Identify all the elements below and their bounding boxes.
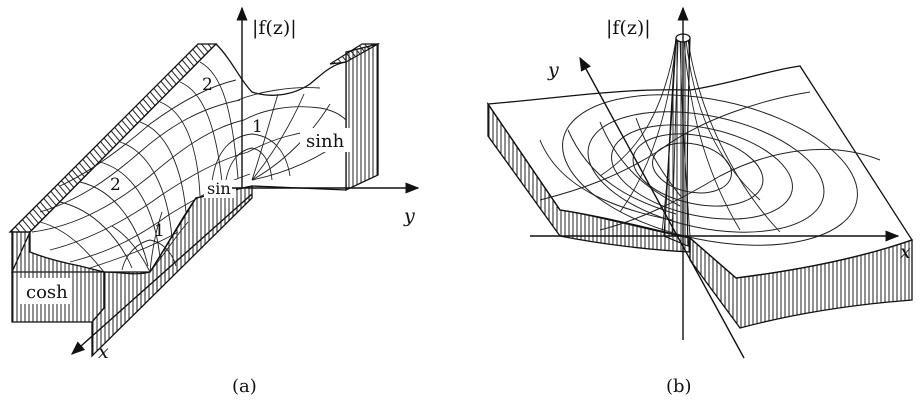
panel-a: |f(z)| y x cosh sinh sin 2 1 2 1 (a): [8, 6, 420, 397]
sin-label-bg: [204, 180, 236, 198]
back-wall-right: [345, 43, 379, 192]
cosh-label-bg: [20, 278, 72, 304]
contour-label-right-1: 1: [252, 117, 263, 137]
caption-a: (a): [232, 376, 257, 397]
contour-label-left-2: 2: [110, 175, 121, 195]
panel-b: |f(z)| y x (b): [486, 6, 913, 397]
contour-label-right-2: 2: [202, 75, 213, 95]
sinh-label-bg: [300, 128, 352, 152]
x-axis-label-a: x: [98, 341, 109, 363]
side-wall-right-b: [689, 236, 913, 329]
cosh-label: cosh: [26, 282, 68, 303]
sin-label: sin: [207, 179, 231, 198]
z-axis-label-a: |f(z)|: [252, 17, 297, 39]
contour-label-left-1: 1: [154, 221, 165, 241]
y-axis-label-b: y: [547, 59, 559, 81]
contour-lines-b: [539, 91, 881, 246]
y-axis-b: [579, 56, 745, 359]
x-axis-a: [70, 193, 253, 355]
x-axis-label-b: x: [900, 241, 911, 263]
caption-b: (b): [666, 376, 692, 397]
y-axis-label-a: y: [403, 205, 415, 227]
sinh-label: sinh: [306, 131, 345, 152]
z-axis-label-b: |f(z)|: [606, 17, 651, 39]
